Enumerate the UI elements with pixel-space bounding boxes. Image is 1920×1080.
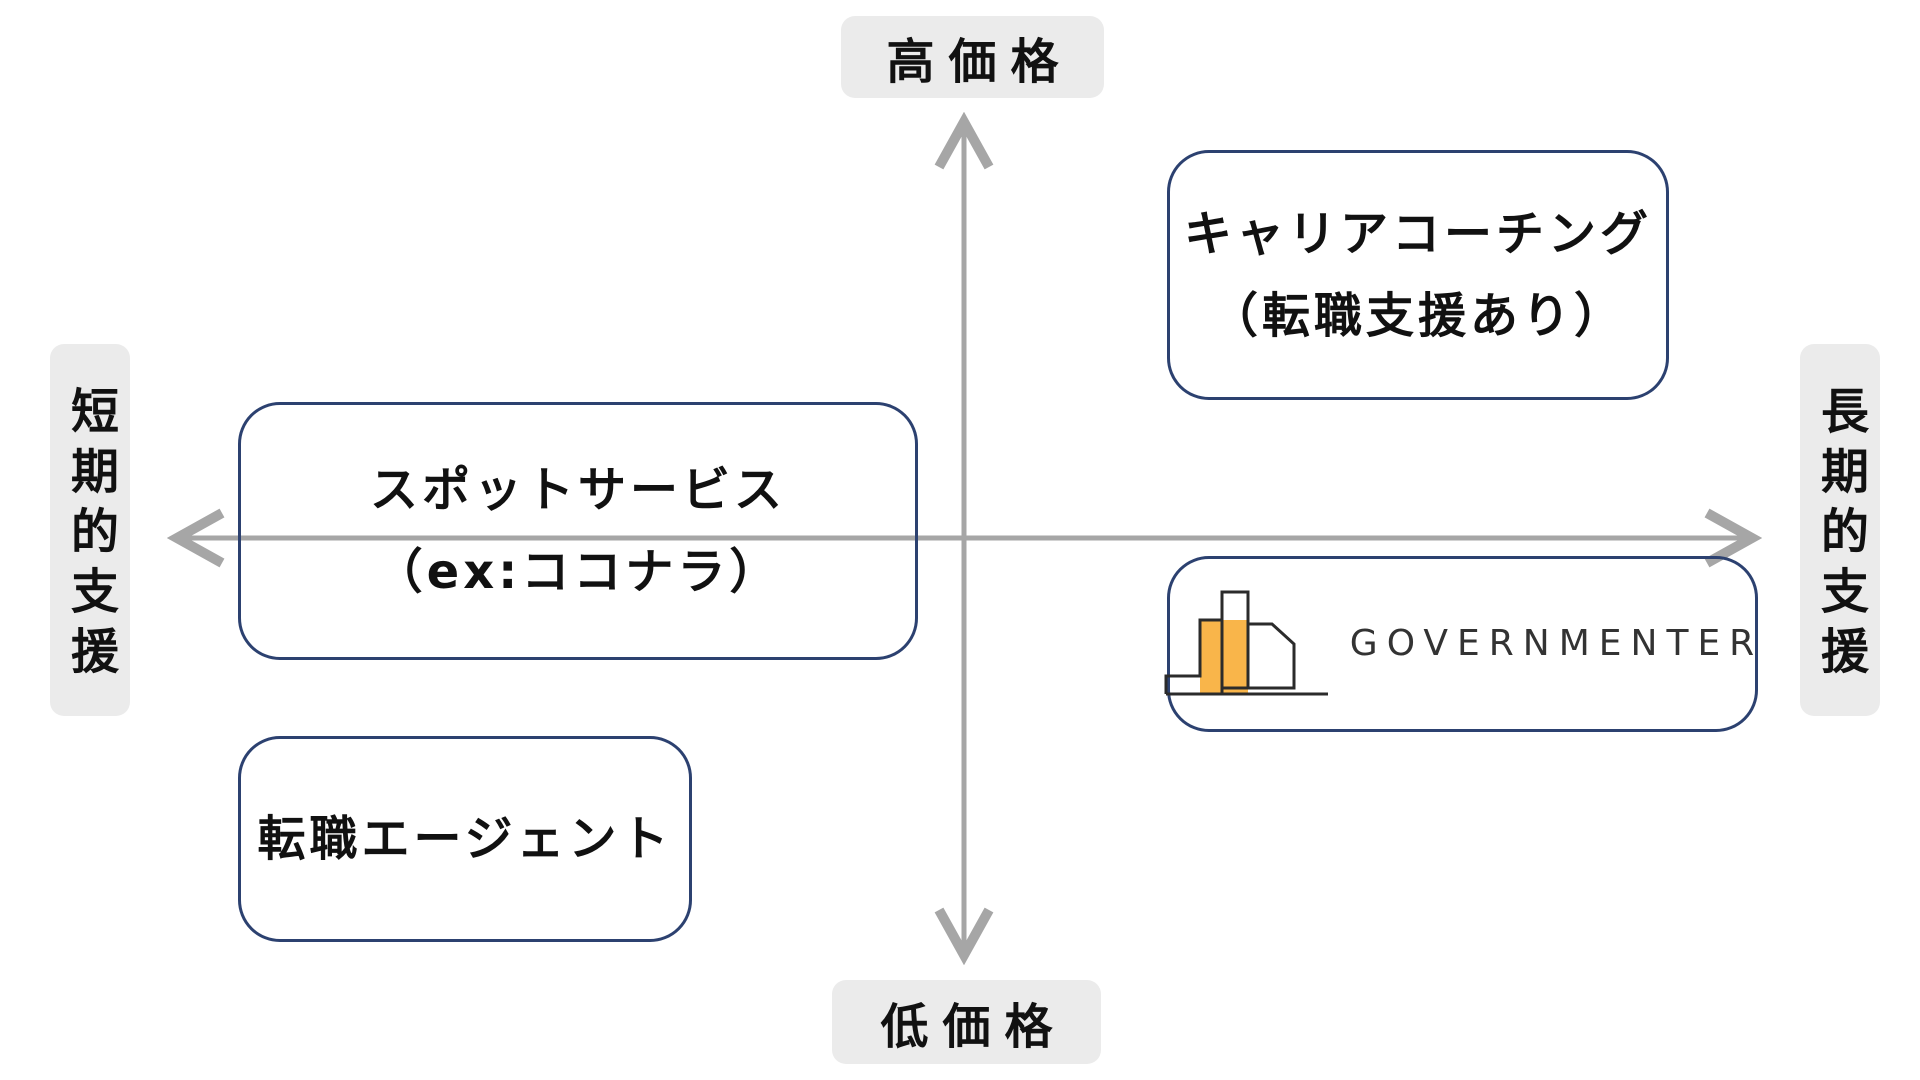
axis-label-short-term: 短期的支援 [50,344,130,716]
governmenter-logo: GOVERNMENTER [1162,584,1763,704]
spot-service-title: スポットサービス [369,462,786,518]
governmenter-logo-text: GOVERNMENTER [1349,623,1764,664]
axis-label-high-price: 高価格 [841,16,1104,98]
spot-service-box: スポットサービス （ex:ココナラ） [238,402,918,660]
axis-label-long-term: 長期的支援 [1800,344,1880,716]
building-logo-icon [1164,590,1328,696]
career-coaching-box: キャリアコーチング （転職支援あり） [1167,150,1669,400]
career-coaching-subtitle: （転職支援あり） [1209,288,1626,344]
governmenter-box: GOVERNMENTER [1164,556,1758,732]
axis-label-low-price: 低価格 [832,980,1101,1064]
spot-service-subtitle: （ex:ココナラ） [374,544,782,600]
agent-title: 転職エージェント [257,811,673,867]
agent-box: 転職エージェント [238,736,692,942]
career-coaching-title: キャリアコーチング [1183,206,1652,262]
